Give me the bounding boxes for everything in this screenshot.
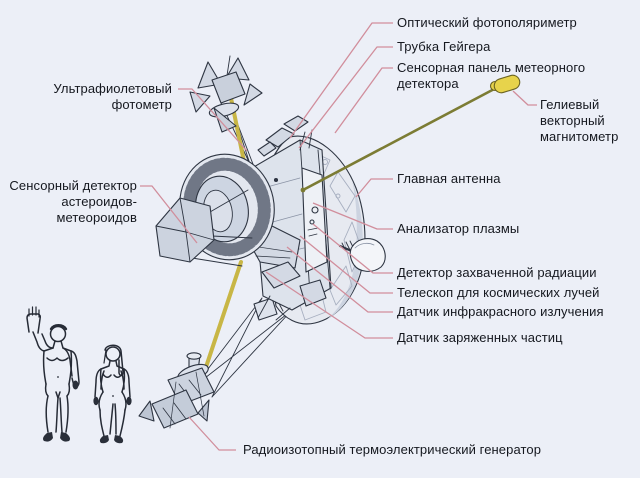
leader-captured-radiation (312, 223, 393, 274)
lower-boom-yellow (201, 260, 243, 378)
leader-meteoroid-panel (334, 67, 393, 134)
leader-lines (140, 22, 537, 451)
label-geiger-tube: Трубка Гейгера (397, 39, 491, 54)
asteroid-detector-box (155, 189, 253, 267)
leader-rtg (188, 416, 236, 451)
label-uv-photometer: Ультрафиолетовый фотометр (53, 81, 172, 112)
human-scale-figures (26, 306, 132, 444)
label-rtg: Радиоизотопный термоэлектрический генера… (243, 442, 542, 457)
label-cosmic-ray-telescope: Телескоп для космических лучей (397, 285, 600, 300)
photopolarimeter-cluster (257, 115, 313, 157)
male-figure-drawing (26, 306, 80, 442)
label-plasma-analyzer: Анализатор плазмы (397, 221, 520, 236)
label-charged-particle-sensor: Датчик заряженных частиц (397, 330, 563, 345)
female-figure-drawing (93, 344, 132, 444)
leader-plasma-analyzer (312, 202, 393, 230)
horn-antenna (338, 238, 386, 272)
leader-helium-magnetometer (512, 90, 537, 106)
label-optical-photopolarimeter: Оптический фотополяриметр (397, 15, 577, 30)
label-infrared-sensor: Датчик инфракрасного излучения (397, 304, 604, 319)
equipment-bay (244, 115, 332, 321)
label-helium-magnetometer: Гелиевый векторный магнитометр (540, 97, 619, 144)
label-meteoroid-sensor-panel: Сенсорная панель метеорного детектора (397, 60, 586, 91)
leader-optical-photopolarimeter (289, 22, 393, 139)
leader-cosmic-ray-telescope (299, 235, 393, 294)
upper-rtg-truss (220, 102, 267, 199)
label-asteroid-meteoroid-detector: Сенсорный детектор астероидов- метеороид… (9, 178, 137, 225)
magnetometer-boom (300, 85, 500, 193)
leader-geiger-tube (298, 46, 393, 149)
label-captured-radiation-detector: Детектор захваченной радиации (397, 265, 597, 280)
spacecraft-illustration (138, 55, 521, 429)
label-main-antenna: Главная антенна (397, 171, 501, 186)
leader-asteroid-detector (140, 185, 198, 244)
rtg-assembly-lower (138, 352, 215, 429)
magnetometer-sensor-icon (489, 74, 521, 94)
leader-infrared-sensor (286, 246, 393, 313)
leader-main-antenna (355, 178, 393, 198)
rtg-assembly-upper (189, 55, 263, 133)
leader-uv-photometer (178, 88, 248, 152)
lower-rtg-truss (194, 297, 292, 398)
leader-charged-particles (265, 271, 393, 339)
